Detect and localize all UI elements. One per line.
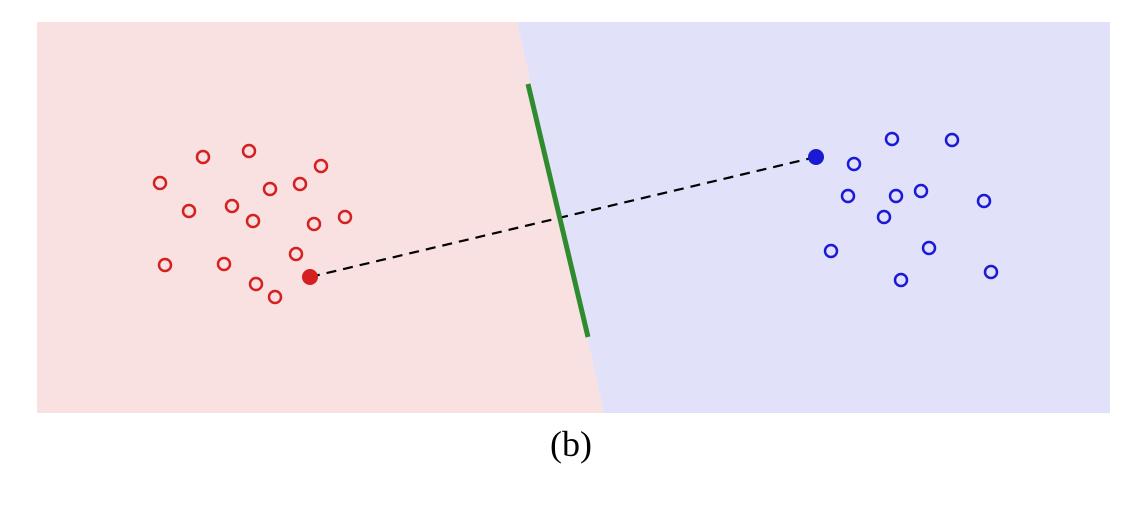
blue-class-region <box>517 22 1110 413</box>
red-class-region <box>37 22 604 413</box>
data-points-layer <box>152 131 999 305</box>
blue-data-point <box>976 193 992 209</box>
red-data-point <box>292 176 308 192</box>
blue-data-point <box>888 188 904 204</box>
blue-data-point <box>846 156 862 172</box>
decision-boundary-line <box>525 83 591 338</box>
blue-centroid-point <box>808 149 824 165</box>
red-data-point <box>241 143 257 159</box>
red-data-point <box>224 198 240 214</box>
blue-data-point <box>823 243 839 259</box>
blue-data-point <box>944 132 960 148</box>
red-data-point <box>306 216 322 232</box>
red-data-point <box>157 257 173 273</box>
blue-data-point <box>921 240 937 256</box>
blue-data-point <box>876 209 892 225</box>
red-data-point <box>181 203 197 219</box>
red-data-point <box>152 175 168 191</box>
blue-data-point <box>884 131 900 147</box>
red-data-point <box>245 213 261 229</box>
red-centroid-point <box>302 269 318 285</box>
centroid-connector-line <box>309 155 817 279</box>
figure-caption: (b) <box>550 424 592 464</box>
red-data-point <box>313 158 329 174</box>
blue-data-point <box>913 183 929 199</box>
blue-data-point <box>983 264 999 280</box>
red-data-point <box>288 246 304 262</box>
red-data-point <box>267 289 283 305</box>
blue-data-point <box>840 188 856 204</box>
red-data-point <box>248 276 264 292</box>
red-data-point <box>216 256 232 272</box>
blue-data-point <box>893 272 909 288</box>
red-data-point <box>195 149 211 165</box>
red-data-point <box>337 209 353 225</box>
red-data-point <box>262 181 278 197</box>
